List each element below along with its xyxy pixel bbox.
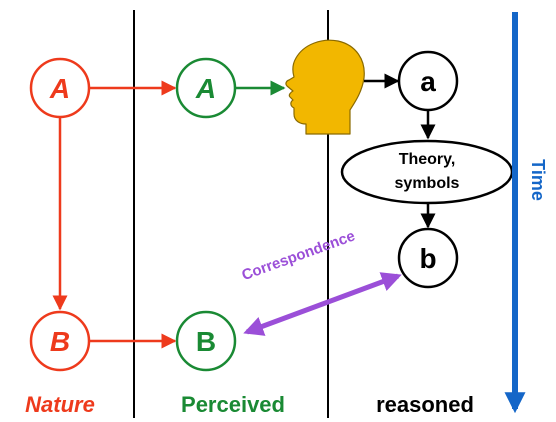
nature-column-label: Nature <box>25 392 95 417</box>
perceived-node-a <box>175 57 237 119</box>
reasoned-node-b-label: b <box>419 243 436 274</box>
reasoned-node-a-label: a <box>420 66 436 97</box>
human-head-icon <box>285 39 365 135</box>
nature-node-b-label: B <box>50 326 70 357</box>
time-label: Time <box>528 159 548 201</box>
perceived-column-label: Perceived <box>181 392 285 417</box>
perceived-node-b <box>175 310 237 372</box>
nature-node-b <box>29 310 91 372</box>
perceived-node-b-label: B <box>196 326 216 357</box>
theory-label-line2: symbols <box>395 175 460 192</box>
reasoned-column-label: reasoned <box>376 392 474 417</box>
correspondence-arrow <box>243 272 402 336</box>
perceived-node-a-label: A <box>195 73 216 104</box>
reasoned-node-b <box>397 227 459 289</box>
nature-node-a <box>29 57 91 119</box>
correspondence-label: Correspondence <box>240 227 358 284</box>
nature-node-a-label: A <box>49 73 70 104</box>
theory-label-line1: Theory, <box>399 151 456 168</box>
